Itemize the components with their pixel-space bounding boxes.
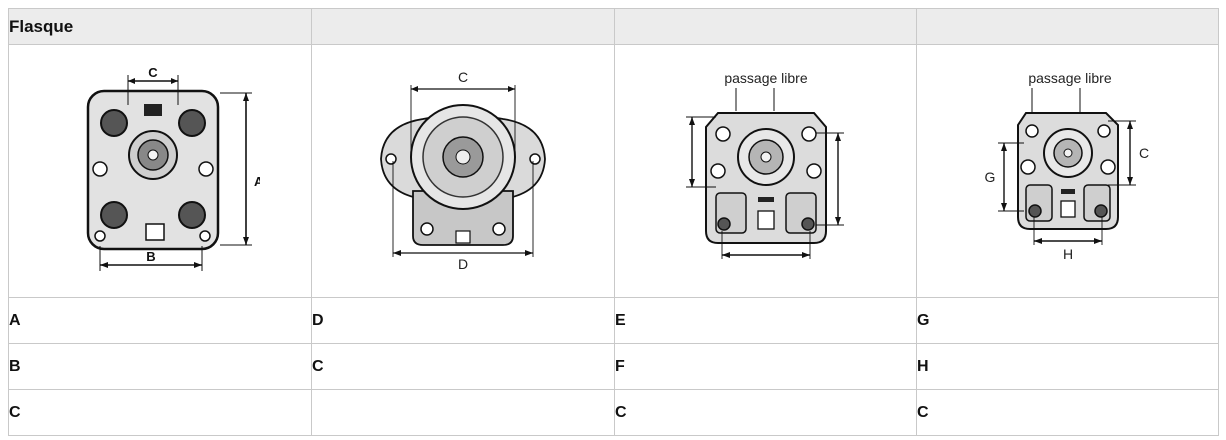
dim-label-c: C bbox=[148, 65, 158, 80]
passage-libre-note: passage libre bbox=[724, 70, 807, 86]
table-row: B C F H bbox=[8, 343, 1219, 390]
table-row: C C C bbox=[8, 389, 1219, 436]
dim-label-c: C bbox=[458, 69, 468, 85]
dim-label-c: C bbox=[1138, 145, 1148, 161]
table-cell: B bbox=[8, 343, 312, 390]
dim-label-g: G bbox=[984, 169, 995, 185]
header-cell-flasque: Flasque bbox=[8, 8, 312, 45]
table-cell: H bbox=[916, 343, 1219, 390]
table-cell: G bbox=[916, 297, 1219, 344]
figure-cell-1: C A B bbox=[8, 44, 312, 298]
pump-flange-oval-icon: C D bbox=[380, 69, 546, 272]
header-cell-4 bbox=[916, 8, 1219, 45]
table-cell: D bbox=[311, 297, 615, 344]
table-cell: C bbox=[916, 389, 1219, 436]
dim-label-d: D bbox=[458, 256, 468, 272]
figure-cell-3: passage libre bbox=[614, 44, 917, 298]
table-cell: F bbox=[614, 343, 917, 390]
dim-label-b: B bbox=[146, 249, 155, 264]
pump-flange-square-2-bolt-icon: passage libre bbox=[685, 70, 844, 259]
table-cell: C bbox=[8, 389, 312, 436]
passage-libre-note: passage libre bbox=[1028, 70, 1111, 86]
header-cell-3 bbox=[614, 8, 917, 45]
table-cell bbox=[311, 389, 615, 436]
table-cell: C bbox=[311, 343, 615, 390]
table-header-row: Flasque bbox=[8, 8, 1219, 45]
header-cell-2 bbox=[311, 8, 615, 45]
dim-label-a: A bbox=[254, 174, 260, 189]
table-row: A D E G bbox=[8, 297, 1219, 344]
flange-dimensions-table: Flasque bbox=[8, 8, 1219, 436]
table-cell: A bbox=[8, 297, 312, 344]
figure-row: C A B bbox=[8, 44, 1219, 298]
pump-flange-square-4-ports-icon: C A B bbox=[86, 65, 260, 271]
pump-flange-square-2-bolt-small-icon: passage libre bbox=[984, 70, 1149, 262]
dim-label-h: H bbox=[1062, 246, 1072, 262]
table-cell: E bbox=[614, 297, 917, 344]
table-cell: C bbox=[614, 389, 917, 436]
figure-cell-2: C D bbox=[311, 44, 615, 298]
figure-cell-4: passage libre bbox=[916, 44, 1219, 298]
